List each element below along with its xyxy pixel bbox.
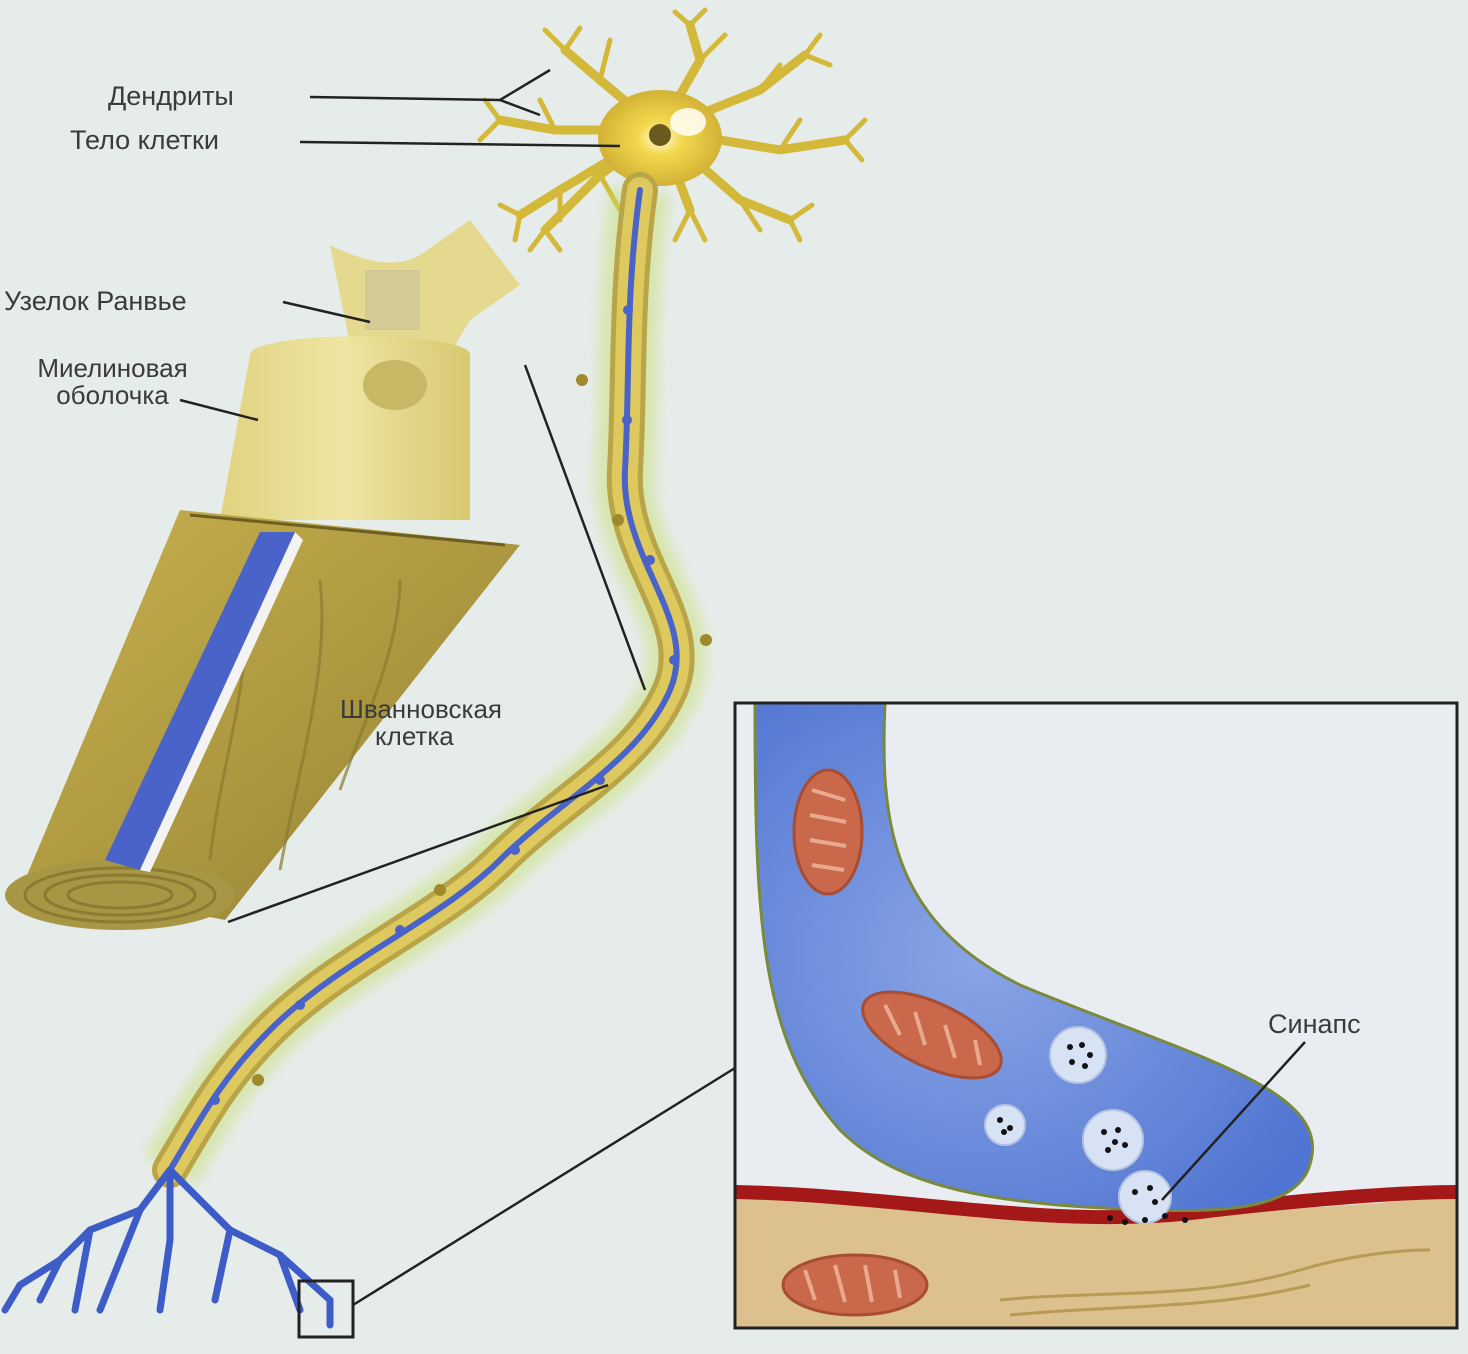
- label-synapse: Синапс: [1268, 1010, 1361, 1038]
- label-schwann-cell-line1: Шванновская: [340, 696, 595, 723]
- label-node-of-ranvier: Узелок Ранвье: [4, 287, 187, 315]
- label-schwann-cell-line2: клетка: [340, 723, 595, 750]
- label-schwann-cell: Шванновская клетка: [340, 696, 595, 750]
- axon-terminals: [5, 1170, 330, 1325]
- label-myelin-sheath-line1: Миелиновая: [0, 355, 225, 382]
- label-cell-body: Тело клетки: [70, 126, 219, 154]
- label-myelin-sheath-line2: оболочка: [0, 382, 225, 409]
- zoom-line: [353, 1068, 735, 1305]
- nucleus: [649, 124, 671, 146]
- label-myelin-sheath: Миелиновая оболочка: [0, 355, 225, 409]
- zoom-box: [299, 1281, 353, 1337]
- label-dendrites: Дендриты: [108, 82, 234, 110]
- myelin-cutaway: [5, 220, 520, 930]
